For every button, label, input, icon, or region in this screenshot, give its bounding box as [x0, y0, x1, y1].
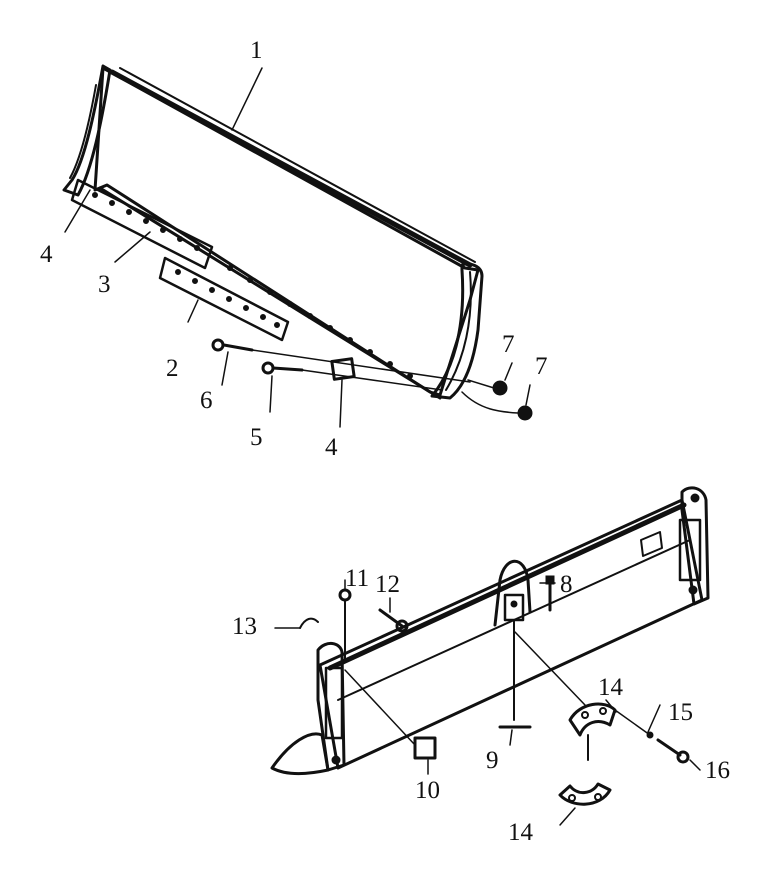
- moldboard-center-bracket: [493, 559, 532, 627]
- cutting-edge-upper: [70, 178, 214, 270]
- blade-left-end-plate: [62, 64, 112, 197]
- front-blade-assembly: [62, 64, 533, 421]
- blade-top-edge: [109, 69, 473, 268]
- callout-1: 1: [250, 37, 263, 64]
- callout-7b: 7: [535, 353, 548, 380]
- callout-7a: 7: [502, 331, 515, 358]
- callout-14a: 14: [598, 674, 624, 701]
- blade-right-end-plate: [430, 262, 484, 400]
- callout-labels: 1 2 3 4 4 5 6 7 7 8 9 10 11 12 13 14 14 …: [40, 37, 730, 846]
- callout-12: 12: [375, 571, 400, 598]
- callout-2: 2: [166, 355, 179, 382]
- callout-9: 9: [486, 747, 499, 774]
- moldboard-assembly: [270, 486, 710, 806]
- callout-8: 8: [560, 571, 573, 598]
- segment-lower: [558, 782, 612, 806]
- top-hardware: [211, 338, 533, 421]
- callout-11: 11: [345, 565, 369, 592]
- blade-bottom-bolt-holes: [227, 265, 413, 379]
- callout-3: 3: [98, 271, 111, 298]
- corner-bit: [270, 732, 330, 775]
- callout-10: 10: [415, 777, 440, 804]
- moldboard-right-end: [680, 486, 710, 606]
- callout-4a: 4: [40, 241, 53, 268]
- callout-5: 5: [250, 424, 263, 451]
- moldboard-left-end: [316, 642, 346, 772]
- callout-6: 6: [200, 387, 213, 414]
- callout-13: 13: [232, 613, 257, 640]
- cutting-edge-lower: [158, 256, 290, 342]
- segment-upper: [568, 702, 617, 737]
- leader-lines: [64, 67, 701, 826]
- callout-4b: 4: [325, 434, 338, 461]
- callout-15: 15: [668, 699, 693, 726]
- callout-16: 16: [705, 757, 730, 784]
- callout-14b: 14: [508, 819, 534, 846]
